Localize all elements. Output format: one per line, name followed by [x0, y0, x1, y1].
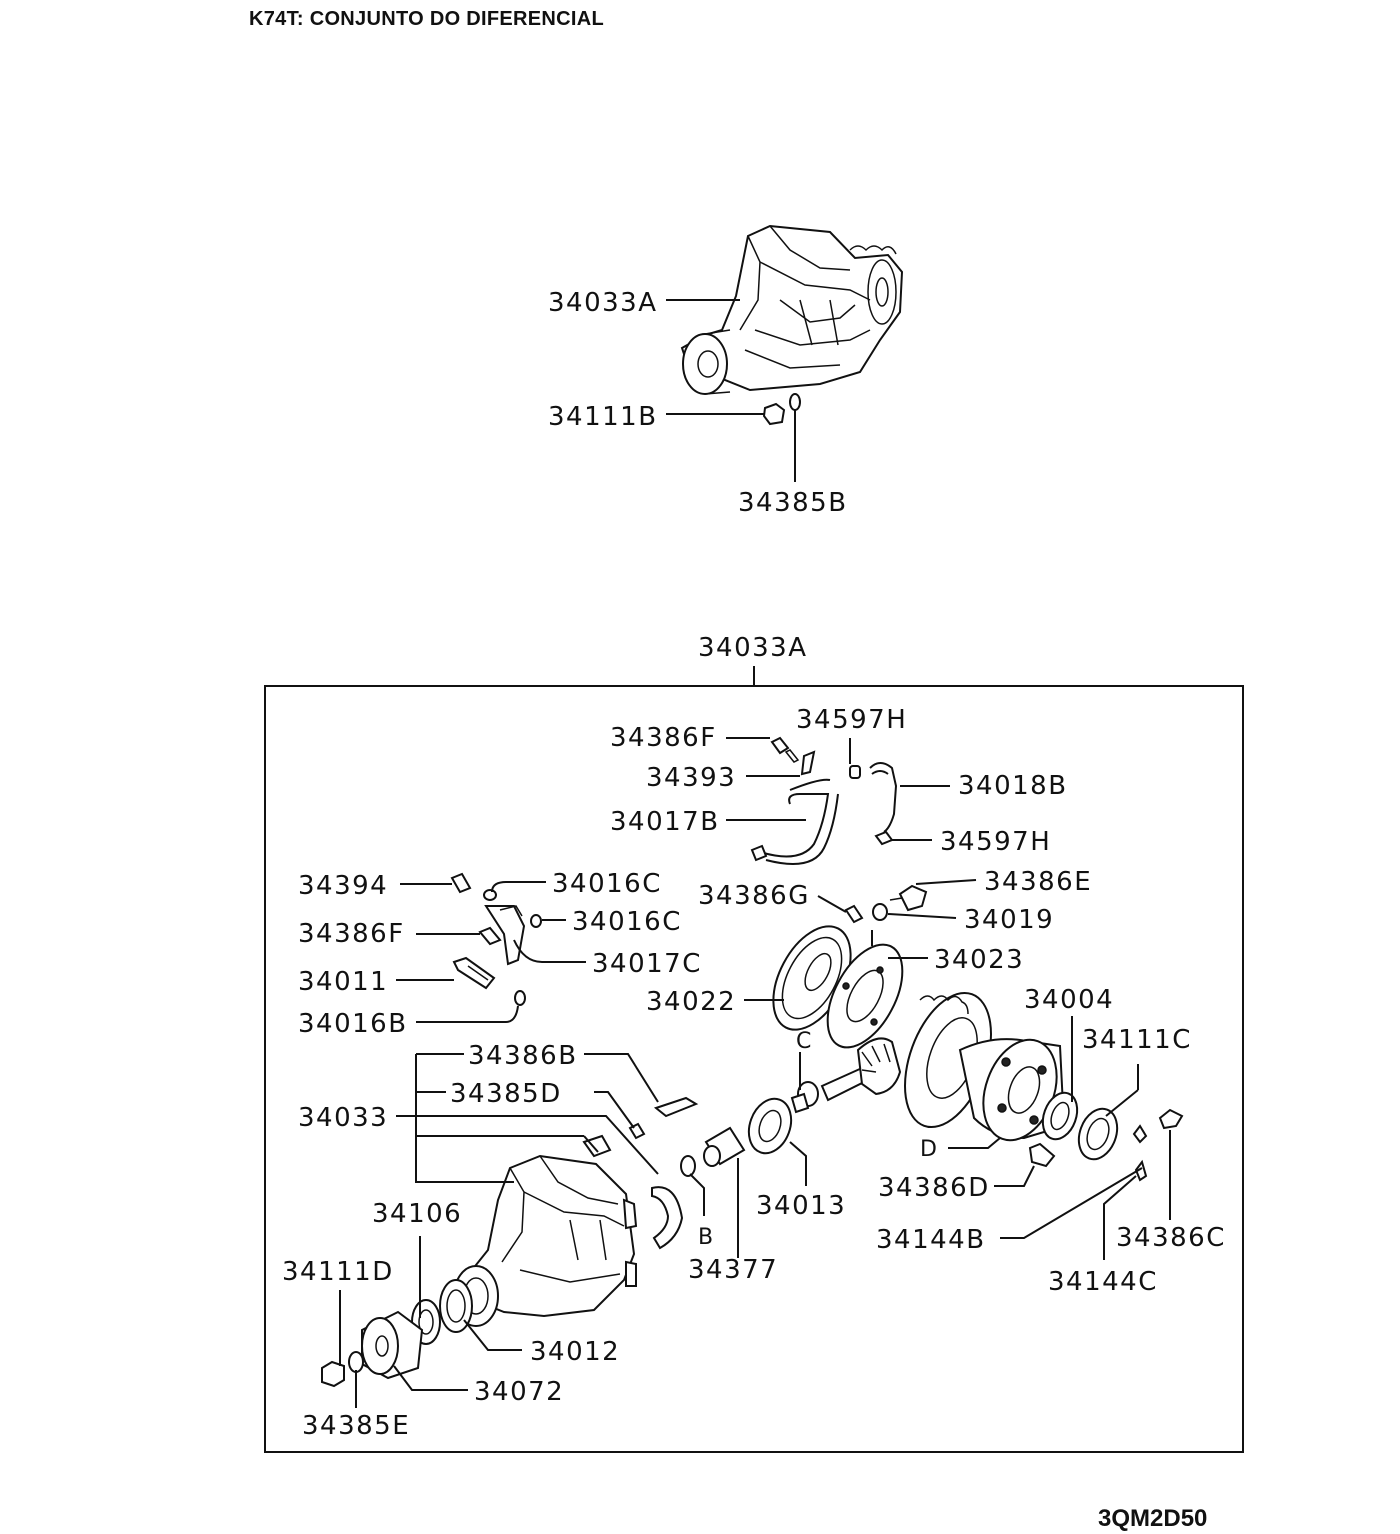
label-34017b: 34017B — [610, 807, 720, 837]
label-34111c: 34111C — [1082, 1025, 1192, 1055]
leader-lines — [339, 737, 1171, 1408]
label-34033a-box: 34033A — [698, 633, 808, 663]
label-34597h-bottom: 34597H — [940, 827, 1051, 857]
label-34072: 34072 — [474, 1377, 564, 1407]
label-34033a-top: 34033A — [548, 288, 658, 318]
label-34023: 34023 — [934, 945, 1024, 975]
label-34385e: 34385E — [302, 1411, 410, 1441]
label-34013: 34013 — [756, 1191, 846, 1221]
label-34033: 34033 — [298, 1103, 388, 1133]
label-34144c: 34144C — [1048, 1267, 1158, 1297]
gear-set-parts — [790, 991, 1184, 1182]
page-title: K74T: CONJUNTO DO DIFERENCIAL — [249, 8, 605, 30]
label-34386g: 34386G — [698, 881, 810, 911]
marker-d: D — [920, 1137, 937, 1162]
label-34377: 34377 — [688, 1255, 778, 1285]
label-34394: 34394 — [298, 871, 388, 901]
cover-gasket-parts — [772, 884, 928, 1049]
label-34111b: 34111B — [548, 402, 658, 432]
diagram-code: 3QM2D50 — [1098, 1505, 1208, 1532]
marker-b: B — [698, 1225, 713, 1250]
label-34106: 34106 — [372, 1199, 462, 1229]
breather-pipe-parts — [750, 736, 898, 865]
label-34385d: 34385D — [450, 1079, 562, 1109]
label-34386f-top: 34386F — [610, 723, 717, 753]
label-34012: 34012 — [530, 1337, 620, 1367]
label-34386e: 34386E — [984, 867, 1092, 897]
label-34016c-upper: 34016C — [552, 869, 662, 899]
label-34144b: 34144B — [876, 1225, 986, 1255]
label-34011: 34011 — [298, 967, 388, 997]
label-34385b: 34385B — [738, 488, 848, 518]
differential-assembly-illustration — [680, 224, 904, 426]
label-34597h-top: 34597H — [796, 705, 907, 735]
pinion-bearing-parts — [628, 1096, 793, 1250]
label-34019: 34019 — [964, 905, 1054, 935]
label-34016b: 34016B — [298, 1009, 408, 1039]
label-34386f-left: 34386F — [298, 919, 405, 949]
label-34022: 34022 — [646, 987, 736, 1017]
label-34111d: 34111D — [282, 1257, 394, 1287]
label-34016c-lower: 34016C — [572, 907, 682, 937]
label-34017c: 34017C — [592, 949, 702, 979]
label-34386d: 34386D — [878, 1173, 990, 1203]
bracket-parts-left — [450, 872, 542, 1006]
label-34018b: 34018B — [958, 771, 1068, 801]
label-34386c: 34386C — [1116, 1223, 1226, 1253]
label-34386b: 34386B — [468, 1041, 578, 1071]
label-34393: 34393 — [646, 763, 736, 793]
label-34004: 34004 — [1024, 985, 1114, 1015]
marker-c: C — [796, 1029, 811, 1054]
